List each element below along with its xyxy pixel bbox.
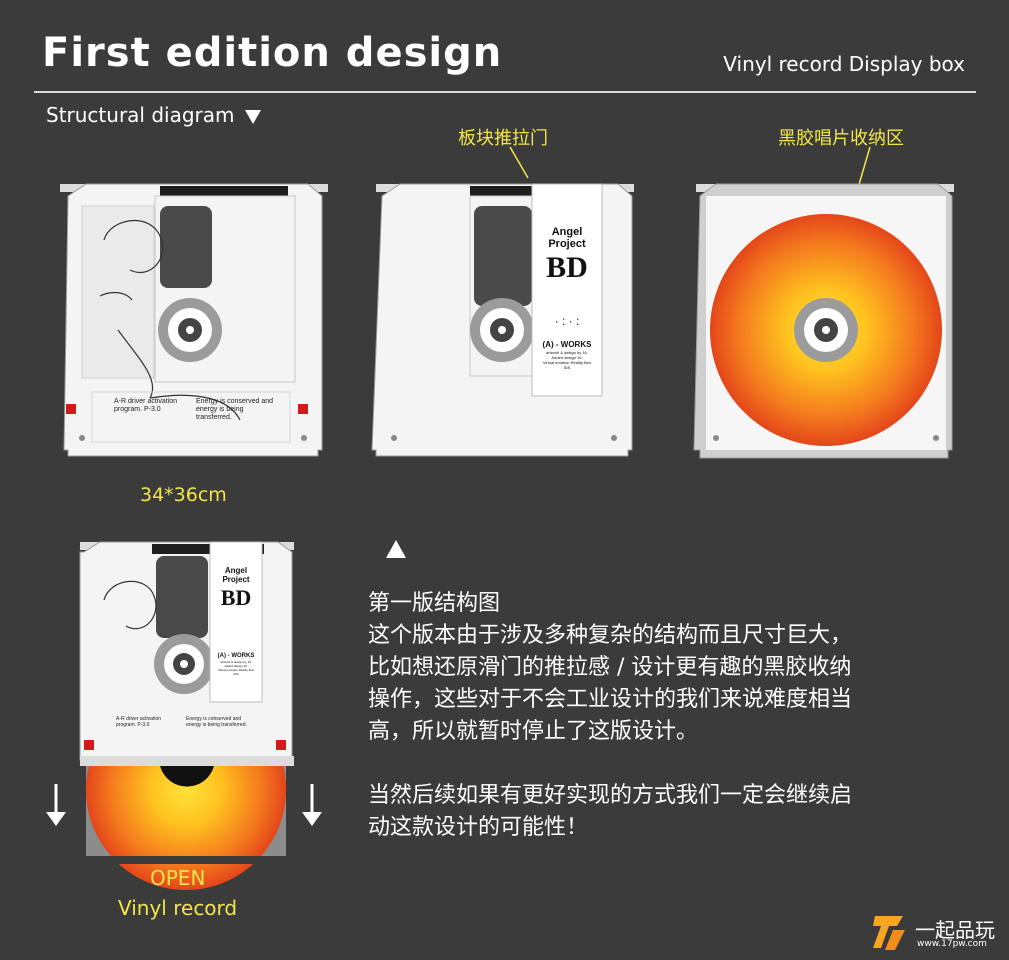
card-brand-2: Project — [548, 238, 586, 250]
card-credit-3: Virtual emotion Reality flow — [542, 360, 592, 365]
card-brand-2-open: Project — [222, 575, 250, 584]
callout-sliding-door: 板块推拉门 — [458, 128, 548, 149]
box-front-illustrated — [60, 183, 328, 457]
program-label-open: A-R driver activation program. P-3.0 — [116, 716, 172, 728]
card-credit-2-open: Added design 16. — [224, 664, 248, 668]
sliding-door-card-open: Angel Project BD (A) - WORKS artwork & d… — [210, 566, 262, 676]
card-credit-2: Added design 16. — [551, 355, 583, 360]
triangle-up-icon — [386, 540, 406, 558]
watermark-url: www.17pw.com — [917, 939, 987, 949]
card-works: (A) - WORKS — [542, 340, 592, 349]
card-num: IDS — [563, 365, 571, 370]
card-credit-open: artwork & design by 16. — [220, 660, 252, 664]
program-code-open: P-3.0 — [137, 722, 150, 728]
sliding-door-card: Angel Project BD · : · : (A) - WORKS art… — [532, 226, 602, 371]
callout-vinyl-storage: 黑胶唱片收纳区 — [778, 128, 904, 149]
box-vinyl-storage — [693, 183, 954, 459]
description-line-2: 比如想还原滑门的推拉感 / 设计更有趣的黑胶收纳 — [368, 655, 852, 680]
triangle-down-icon — [244, 109, 261, 124]
card-credit: artwork & design by 16. — [546, 350, 588, 355]
description-spacer — [368, 748, 968, 780]
card-code-open: BD — [220, 585, 252, 610]
program-label: A-R driver activation program. P-3.0 — [114, 398, 194, 414]
program-label-text: A-R driver activation program. — [114, 398, 178, 413]
section-label-text: Structural diagram — [46, 103, 235, 127]
arrow-down-icon-right — [302, 784, 322, 826]
arrow-down-icon-left — [46, 784, 66, 826]
card-brand-1: Angel — [551, 226, 583, 238]
description-line-3: 操作，这些对于不会工业设计的我们来说难度相当 — [368, 687, 853, 712]
watermark-logo-icon — [873, 916, 905, 950]
program-label-open-text: A-R driver activation program. — [116, 716, 162, 728]
header-divider — [34, 91, 976, 93]
card-dots: · : · : — [554, 314, 580, 328]
watermark-text: 一起品玩 — [915, 918, 995, 942]
card-brand-1-open: Angel — [224, 566, 248, 575]
program-code: P-3.0 — [143, 406, 161, 413]
watermark: 一起品玩 www.17pw.com — [871, 910, 1001, 954]
box-sliding-door — [371, 183, 634, 457]
page-subtitle: Vinyl record Display box — [723, 52, 965, 76]
open-label: OPEN — [150, 866, 206, 890]
page-title: First edition design — [42, 30, 503, 76]
card-code: BD — [546, 251, 588, 284]
description-line-6: 动这款设计的可能性！ — [368, 815, 589, 840]
description-line-5: 当然后续如果有更好实现的方式我们一定会继续启 — [368, 783, 853, 808]
callout-leader-door — [509, 146, 529, 179]
section-label: Structural diagram — [46, 103, 261, 127]
vinyl-record-label: Vinyl record — [118, 896, 238, 920]
description-block: 第一版结构图 这个版本由于涉及多种复杂的结构而且尺寸巨大， 比如想还原滑门的推拉… — [368, 588, 968, 844]
card-credit-3-open: Virtual emotion Reality flow — [217, 668, 255, 672]
card-works-open: (A) - WORKS — [217, 653, 255, 659]
size-label: 34*36cm — [140, 484, 227, 506]
energy-label-open: Energy is conserved and energy is being … — [186, 716, 247, 728]
description-title: 第一版结构图 — [368, 591, 501, 616]
description-line-1: 这个版本由于涉及多种复杂的结构而且尺寸巨大， — [368, 623, 853, 648]
description-line-4: 高，所以就暂时停止了这版设计。 — [368, 719, 699, 744]
box-opening — [79, 541, 294, 890]
card-num-open: IDS — [233, 672, 239, 676]
energy-label: Energy is conserved and energy is being … — [196, 398, 274, 421]
